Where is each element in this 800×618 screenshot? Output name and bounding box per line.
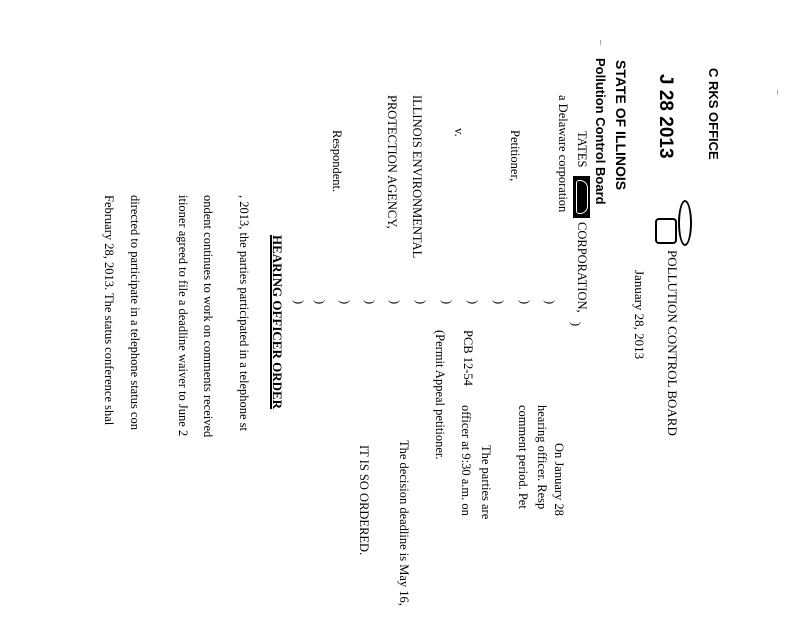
received-stamp: C RKS OFFICE [706, 68, 721, 160]
caption-bracket: ) [518, 300, 532, 305]
body-line: hearing officer. Resp [535, 405, 549, 510]
scan-speck [600, 40, 601, 45]
body-line: officer at 9:30 a.m. on [459, 405, 473, 516]
body-line: comment period. Pet [516, 405, 530, 509]
case-type: (Permit Appeal petitioner. [433, 330, 447, 460]
body-line: ondent continues to work on comments rec… [201, 195, 215, 438]
scan-speck [777, 90, 778, 95]
petitioner-name-2: CORPORATION, [575, 222, 589, 313]
body-line: The decision deadline is May 16, [397, 440, 411, 606]
respondent-label: Respondent. [330, 130, 344, 193]
respondent-line2: PROTECTION AGENCY, [385, 95, 399, 229]
caption-bracket: ) [313, 300, 327, 305]
stamp-state: STATE OF ILLINOIS [613, 60, 629, 191]
caption-bracket: ) [543, 300, 557, 305]
caption-bracket: ) [363, 300, 377, 305]
stamp-board: Pollution Control Board [593, 58, 608, 205]
body-line: , 2013, the parties participated in a te… [237, 195, 251, 432]
board-name: POLLUTION CONTROL BOARD [665, 250, 680, 436]
caption-bracket: ) [292, 300, 306, 305]
caption-bracket: ) [569, 322, 583, 327]
body-line: itioner agreed to file a deadline waiver… [176, 195, 190, 437]
stamp-date: J 28 2013 [655, 74, 676, 159]
handwritten-scrawl [655, 218, 677, 244]
versus: v. [452, 128, 466, 137]
caption-bracket: ) [414, 300, 428, 305]
caption-bracket: ) [440, 300, 454, 305]
petitioner-description: a Delaware corporation [556, 95, 570, 213]
caption-bracket: ) [388, 300, 402, 305]
so-ordered: IT IS SO ORDERED. [357, 445, 371, 556]
order-date: January 28, 2013 [632, 270, 647, 360]
body-line: directed to participate in a telephone s… [128, 195, 142, 430]
caption-bracket: ) [466, 300, 480, 305]
petitioner-name: TATES [575, 131, 589, 168]
handwritten-scrawl [678, 200, 692, 246]
body-line: February 28, 2013. The status conference… [102, 195, 116, 426]
caption-bracket: ) [338, 300, 352, 305]
respondent-line1: ILLINOIS ENVIRONMENTAL [410, 95, 424, 259]
order-title: HEARING OFFICER ORDER [270, 235, 285, 410]
case-number: PCB 12-54 [461, 330, 475, 386]
petitioner-label: Petitioner, [508, 130, 522, 182]
body-line: On January 28 [552, 443, 566, 516]
redaction-box [573, 176, 590, 218]
body-line: The parties are [479, 445, 493, 520]
caption-bracket: ) [492, 300, 506, 305]
